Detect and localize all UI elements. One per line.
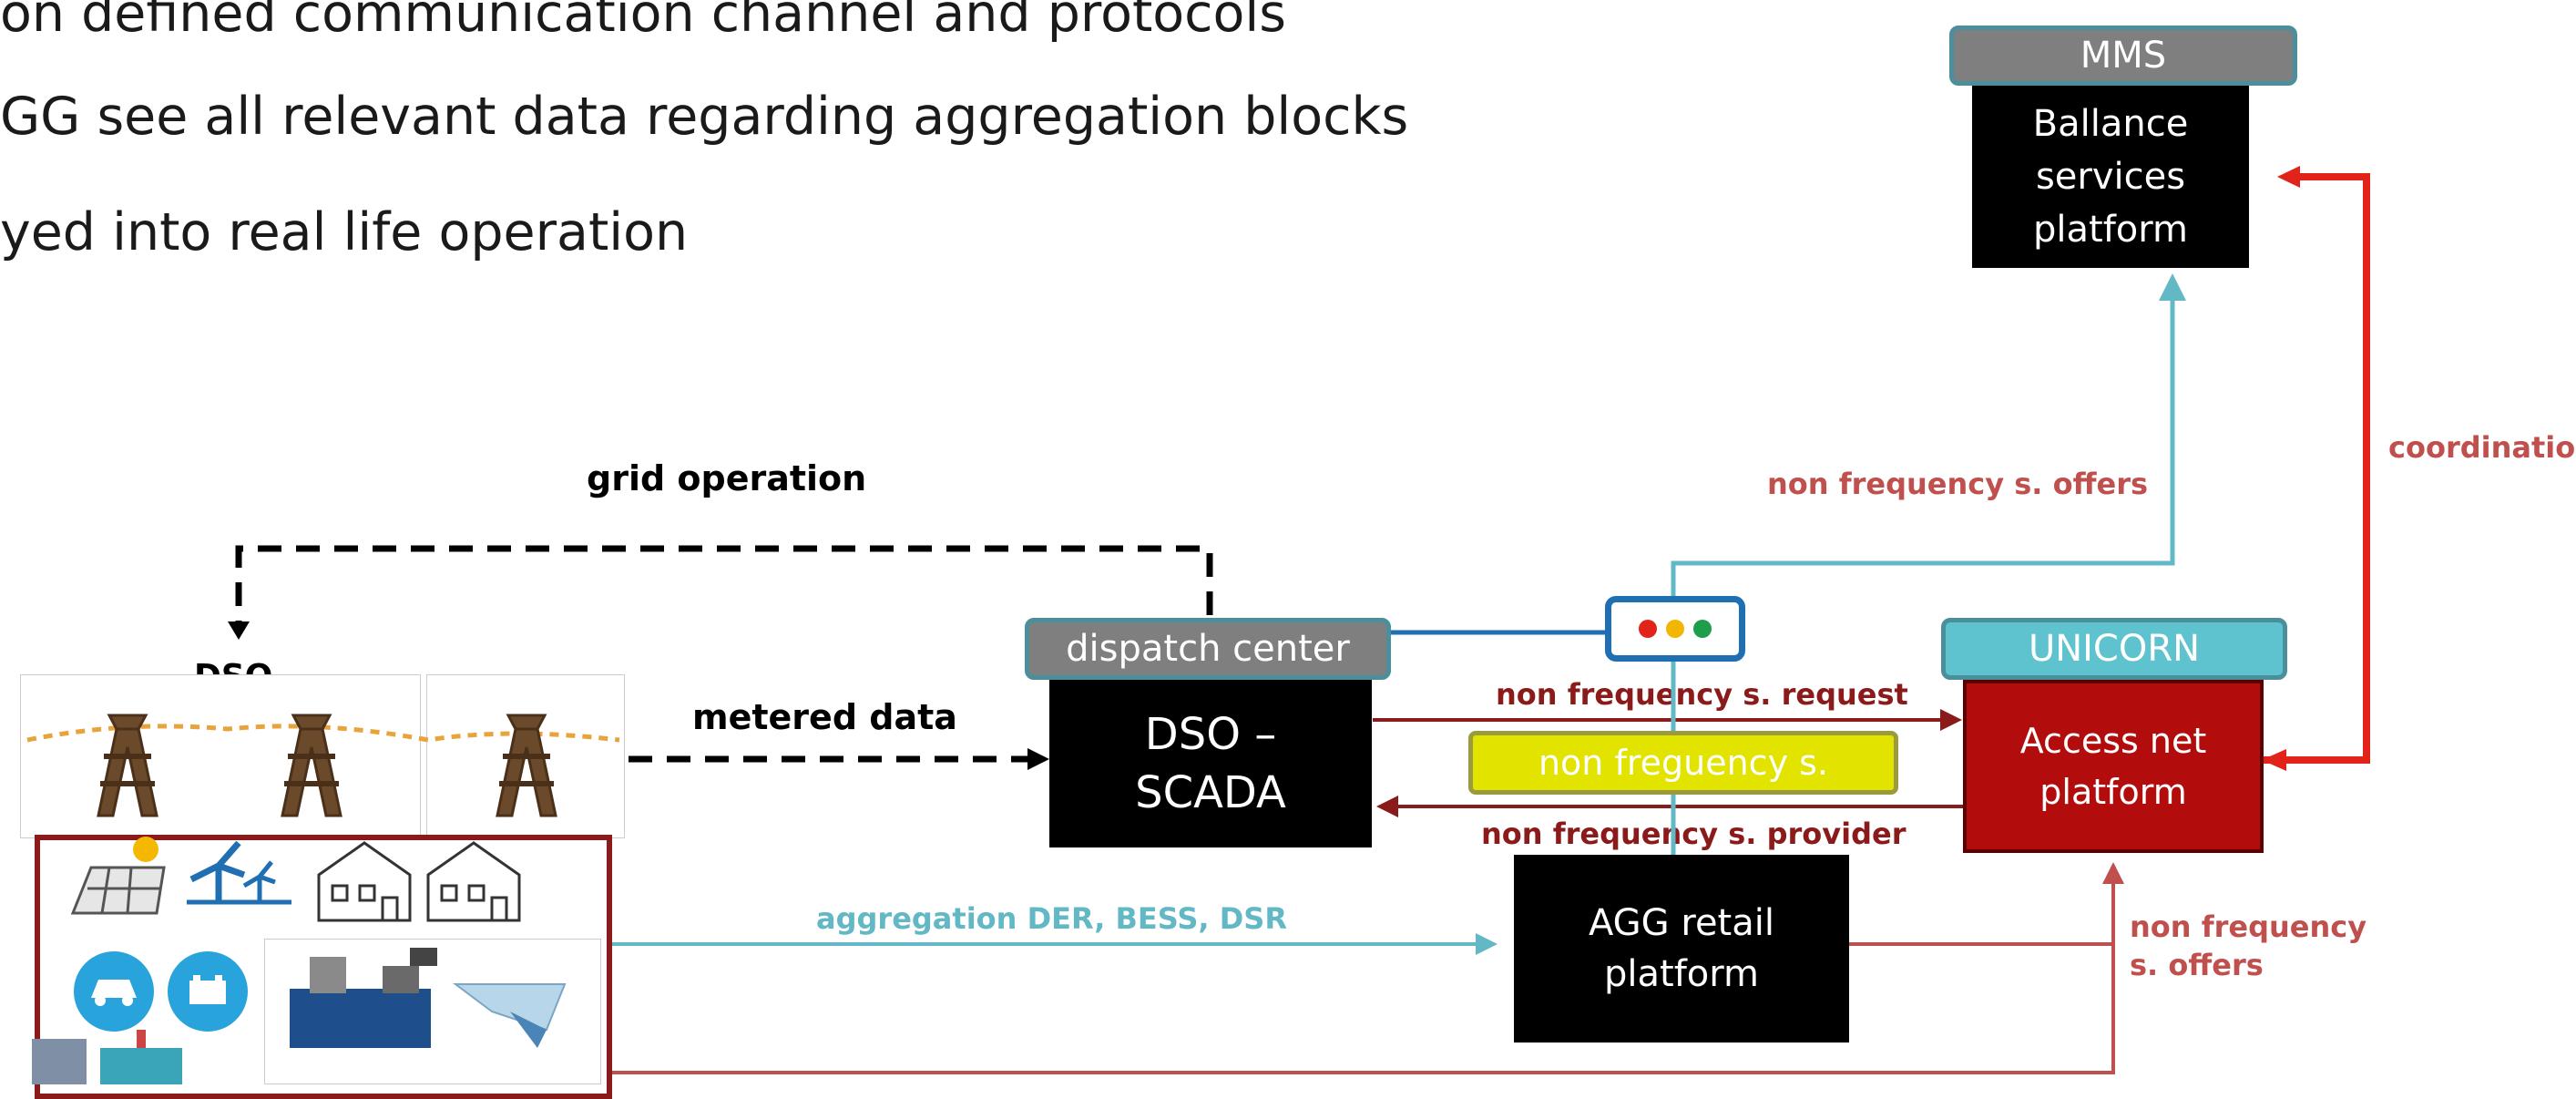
unicorn-header: UNICORN [1941,618,2287,680]
generator-icon [290,948,437,1048]
grid-operation-connector [235,545,1213,627]
traffic-light-icon [1605,596,1745,662]
dso-scada-box: DSO – SCADA [1049,680,1372,847]
der-to-access-connector [608,862,2124,1074]
agg-retail-box: AGG retail platform [1514,855,1849,1043]
ev-icon [74,951,154,1032]
nfs-offers-bottom-label: non frequency s. offers [2130,909,2367,982]
non-frequency-bar: non freguency s. [1468,731,1898,795]
grid-operation-label: grid operation [587,458,867,498]
mms-header: MMS [1949,26,2297,86]
bullet-line-2: GG see all relevant data regarding aggre… [0,87,1409,147]
pylon-icon [496,714,557,817]
wind-turbine-icon [187,840,291,905]
bullet-line-1: on defined communication channel and pro… [0,0,1286,44]
metered-data-label: metered data [692,697,957,737]
battery-icon [168,951,248,1032]
hydro-dam-icon [453,983,567,1048]
pylon-icon [97,714,158,817]
nfs-provider-label: non frequency s. provider [1481,817,1906,851]
yellow-light [1666,620,1684,638]
coordination-label: coordination [2388,430,2576,465]
aggregation-label: aggregation DER, BESS, DSR [816,901,1287,936]
access-net-box: Access net platform [1963,680,2264,853]
solar-panel-icon [70,837,166,915]
bullet-line-3: yed into real life operation [0,202,689,262]
pylon-tile-1 [20,674,421,838]
red-light [1639,620,1657,638]
dispatch-center-header: dispatch center [1025,618,1391,680]
house-icon [317,841,412,922]
house-icon [426,841,521,922]
mms-platform-box: Ballance services platform [1972,86,2249,268]
nfs-request-label: non frequency s. request [1496,677,1908,712]
green-light [1693,620,1712,638]
industrial-plant-icon [32,1030,182,1084]
coordination-connector [2262,173,2370,764]
pylon-icon [281,714,342,817]
nfs-offers-top-label: non frequency s. offers [1767,467,2149,501]
